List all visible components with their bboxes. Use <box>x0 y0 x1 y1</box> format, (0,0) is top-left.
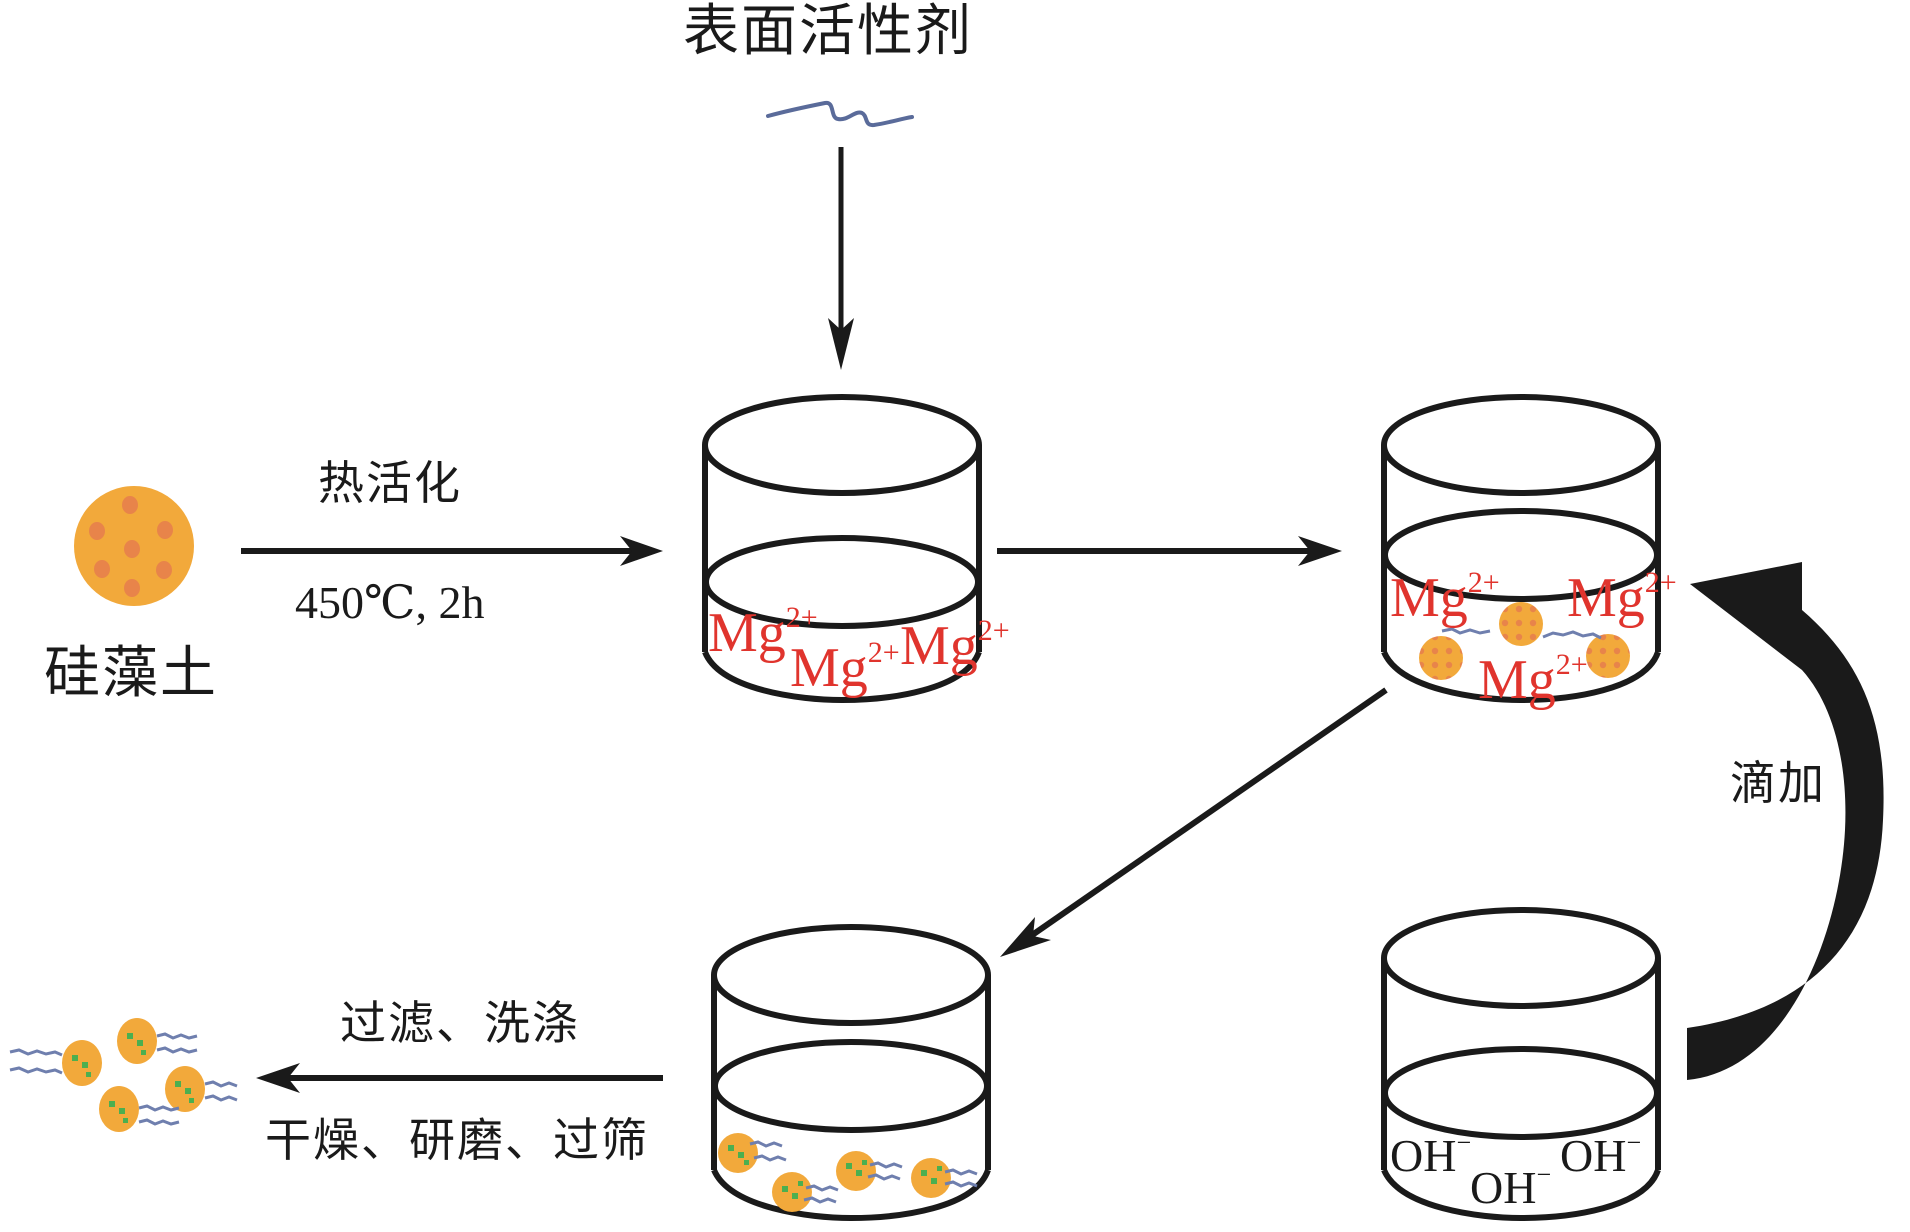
arrow-heat-activation <box>241 536 663 566</box>
dropwise-addition-label: 滴加 <box>1730 756 1826 810</box>
ion-mg-a3: Mg2+ <box>900 615 1010 677</box>
ion-base: Mg <box>900 615 978 677</box>
arrow-post-treatment <box>256 1063 663 1093</box>
post-treatment-label-top: 过滤、洗涤 <box>340 996 580 1050</box>
ion-charge: − <box>1536 1160 1552 1189</box>
ion-charge: 2+ <box>1555 648 1588 681</box>
ion-mg-a1: Mg2+ <box>708 602 818 664</box>
ion-oh-c3: OH− <box>1560 1130 1641 1181</box>
arrow-dropwise-addition <box>1687 562 1884 1080</box>
heat-activation-condition: 450℃, 2h <box>295 577 485 628</box>
ion-charge: 2+ <box>1644 566 1677 599</box>
ion-charge: − <box>1456 1128 1472 1157</box>
beaker-mg-solution-icon <box>702 394 982 704</box>
arrow-to-mixture <box>997 536 1342 566</box>
surfactant-molecule-icon <box>766 100 914 128</box>
beaker-hydroxide-icon <box>1381 907 1661 1222</box>
coated-particles-in-beaker <box>718 1133 978 1212</box>
ion-base: OH <box>1390 1130 1457 1181</box>
diatomite-particle-icon <box>74 486 194 606</box>
arrow-to-product <box>1000 687 1388 957</box>
ion-charge: 2+ <box>867 636 900 669</box>
ion-mg-b3: Mg2+ <box>1478 649 1588 711</box>
ion-charge: 2+ <box>1467 566 1500 599</box>
ion-charge: 2+ <box>977 614 1010 647</box>
ion-charge: 2+ <box>785 601 818 634</box>
ion-mg-a2: Mg2+ <box>790 637 900 699</box>
ion-mg-b2: Mg2+ <box>1567 567 1677 629</box>
ion-charge: − <box>1626 1128 1642 1157</box>
ion-base: Mg <box>1567 567 1645 629</box>
arrow-surfactant-down <box>828 147 854 370</box>
post-treatment-label-bottom: 干燥、研磨、过筛 <box>265 1113 649 1167</box>
ion-base: Mg <box>1390 567 1468 629</box>
beaker-product-suspension-icon <box>711 924 991 1222</box>
ion-base: OH <box>1470 1162 1537 1213</box>
ion-mg-b1: Mg2+ <box>1390 567 1500 629</box>
beaker-mixture-icon <box>1381 394 1661 704</box>
ion-base: Mg <box>1478 649 1556 711</box>
product-particles-icon <box>9 1018 238 1132</box>
heat-activation-label: 热活化 <box>318 456 462 510</box>
ion-base: Mg <box>708 602 786 664</box>
diatomite-label: 硅藻土 <box>44 641 218 706</box>
ion-oh-c1: OH− <box>1390 1130 1471 1181</box>
ion-oh-c2: OH− <box>1470 1162 1551 1213</box>
ion-base: OH <box>1560 1130 1627 1181</box>
ion-base: Mg <box>790 637 868 699</box>
surfactant-label: 表面活性剂 <box>683 0 973 64</box>
